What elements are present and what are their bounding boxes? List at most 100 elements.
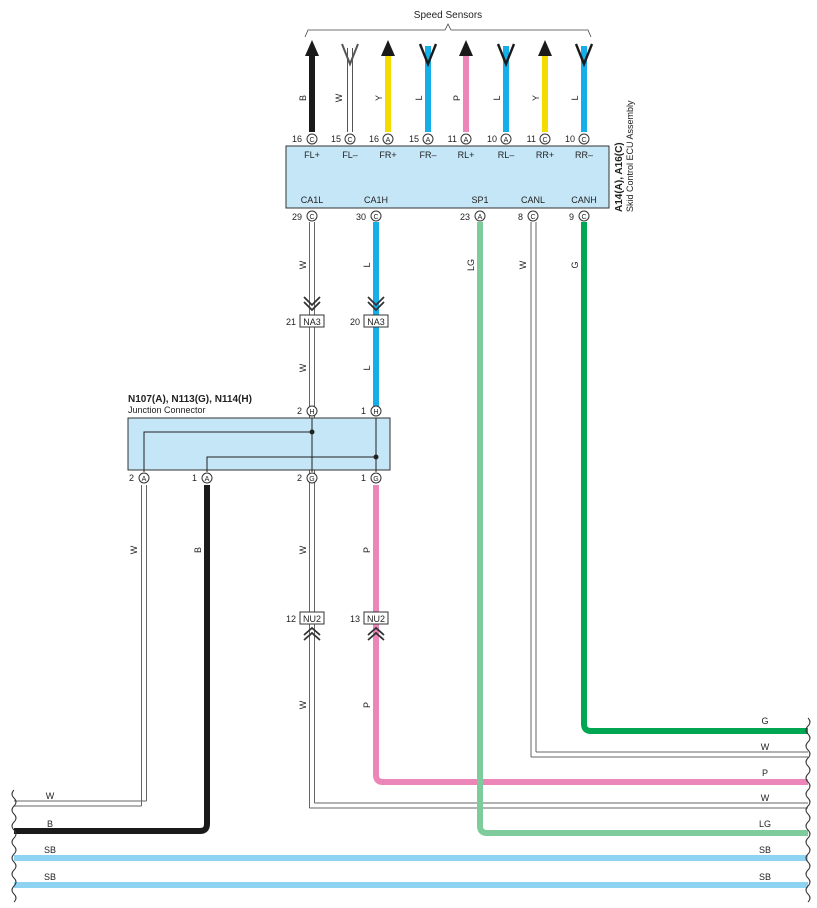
wire-color-label: Y [374, 95, 384, 101]
nu2-chevron [303, 626, 321, 636]
exit-wire-label: SB [759, 872, 771, 882]
svg-text:29: 29 [292, 212, 302, 222]
svg-text:2: 2 [129, 473, 134, 483]
na3-label: NA3 [367, 317, 385, 327]
ecu-top-pin: 10 C RR– [565, 133, 593, 160]
ecu-top-pin: 16 A FR+ [369, 133, 397, 160]
svg-text:15: 15 [331, 134, 341, 144]
sensor-wire-rr-plus [538, 40, 552, 132]
svg-text:C: C [530, 214, 535, 221]
na3-pin-num: 20 [350, 317, 360, 327]
wire-color-label: W [298, 700, 308, 709]
svg-text:FR–: FR– [419, 150, 436, 160]
svg-text:9: 9 [569, 212, 574, 222]
wire-color-label: P [362, 547, 372, 553]
svg-text:8: 8 [518, 212, 523, 222]
wire-w-ca1l [309, 222, 808, 809]
ecu-connector-id: A14(A), A16(C) [614, 142, 625, 212]
na3-chevron [303, 301, 321, 312]
svg-text:C: C [309, 137, 314, 144]
sensor-wire-fl-plus [305, 40, 319, 132]
svg-text:10: 10 [487, 134, 497, 144]
sensor-wire-fr-plus [381, 40, 395, 132]
wire-b-junction-a1 [14, 485, 210, 834]
junction-bottom-pin: 1 A [192, 472, 213, 484]
ecu-pin-name: CANH [571, 195, 597, 205]
wire-color-label: L [414, 95, 424, 100]
svg-text:2: 2 [297, 406, 302, 416]
svg-text:16: 16 [369, 134, 379, 144]
ecu-top-pin: 10 A RL– [487, 133, 514, 160]
svg-text:C: C [373, 214, 378, 221]
break-mark-right [805, 717, 811, 903]
ecu-bottom-pin: 9 C [569, 210, 590, 222]
sensor-wire-rl-plus [459, 40, 473, 132]
wire-color-label: Y [531, 95, 541, 101]
nu2-pin-num: 13 [350, 614, 360, 624]
ecu-bottom-pin: 8 C [518, 210, 539, 222]
svg-text:A: A [426, 137, 431, 144]
ecu-pin-name: CA1H [364, 195, 388, 205]
exit-wire-label: P [762, 768, 768, 778]
sensor-wire-rl-minus [496, 43, 516, 132]
exit-wire-label: SB [44, 872, 56, 882]
ecu-top-pin: 15 C FL– [331, 133, 358, 160]
junction-title: N107(A), N113(G), N114(H) [128, 394, 252, 405]
nu2-pin-num: 12 [286, 614, 296, 624]
ecu-pin-name: CANL [521, 195, 545, 205]
junction-splice-dot [309, 429, 315, 435]
wire-color-label: B [193, 547, 203, 553]
exit-wire-label: G [761, 716, 768, 726]
exit-wire-label: W [46, 791, 55, 801]
nu2-chevron [367, 626, 385, 636]
na3-chevron [303, 296, 321, 307]
ecu-top-pin: 15 A FR– [409, 133, 437, 160]
svg-text:C: C [581, 214, 586, 221]
wire-color-label: L [362, 365, 372, 370]
junction-top-pin: 1 H [361, 405, 382, 417]
junction-bottom-pin: 1 G [361, 472, 382, 484]
nu2-chevron [303, 631, 321, 641]
speed-sensors-brace [304, 23, 592, 38]
exit-wire-label: LG [759, 819, 771, 829]
svg-text:23: 23 [460, 212, 470, 222]
wire-color-label: W [298, 260, 308, 269]
svg-text:G: G [373, 476, 378, 483]
svg-text:11: 11 [448, 134, 457, 144]
wire-color-label: P [362, 702, 372, 708]
ecu-bottom-pin: 23 A [460, 210, 486, 222]
junction-internal-link [143, 431, 313, 472]
na3-pin-num: 21 [286, 317, 296, 327]
na3-chevron [367, 296, 385, 307]
svg-text:C: C [309, 214, 314, 221]
ecu-top-pin: 11 A RL+ [448, 133, 474, 160]
wire-w-junction-a2 [14, 485, 147, 807]
wire-color-label: LG [466, 259, 476, 271]
nu2-connector [299, 611, 325, 625]
svg-text:C: C [347, 137, 352, 144]
svg-text:A: A [205, 476, 210, 483]
svg-text:1: 1 [361, 406, 366, 416]
svg-text:A: A [464, 137, 469, 144]
junction-subtitle: Junction Connector [128, 405, 206, 415]
svg-text:A: A [142, 476, 147, 483]
wire-color-label: W [129, 545, 139, 554]
svg-text:FL+: FL+ [304, 150, 320, 160]
junction-internal-link [206, 456, 377, 472]
wire-p [373, 485, 808, 785]
svg-text:A: A [478, 214, 483, 221]
svg-text:11: 11 [527, 134, 536, 144]
svg-text:30: 30 [356, 212, 366, 222]
wire-color-label: L [492, 95, 502, 100]
sensor-wire-fl-minus [341, 43, 359, 132]
junction-connector-box [127, 417, 391, 471]
wire-color-label: W [518, 260, 528, 269]
wire-color-label: W [298, 545, 308, 554]
na3-connector [363, 314, 389, 328]
svg-text:H: H [373, 409, 378, 416]
nu2-connector [363, 611, 389, 625]
na3-connector [299, 314, 325, 328]
wire-color-label: P [452, 95, 462, 101]
ecu-top-pin: 16 C FL+ [292, 133, 320, 160]
svg-text:A: A [386, 137, 391, 144]
